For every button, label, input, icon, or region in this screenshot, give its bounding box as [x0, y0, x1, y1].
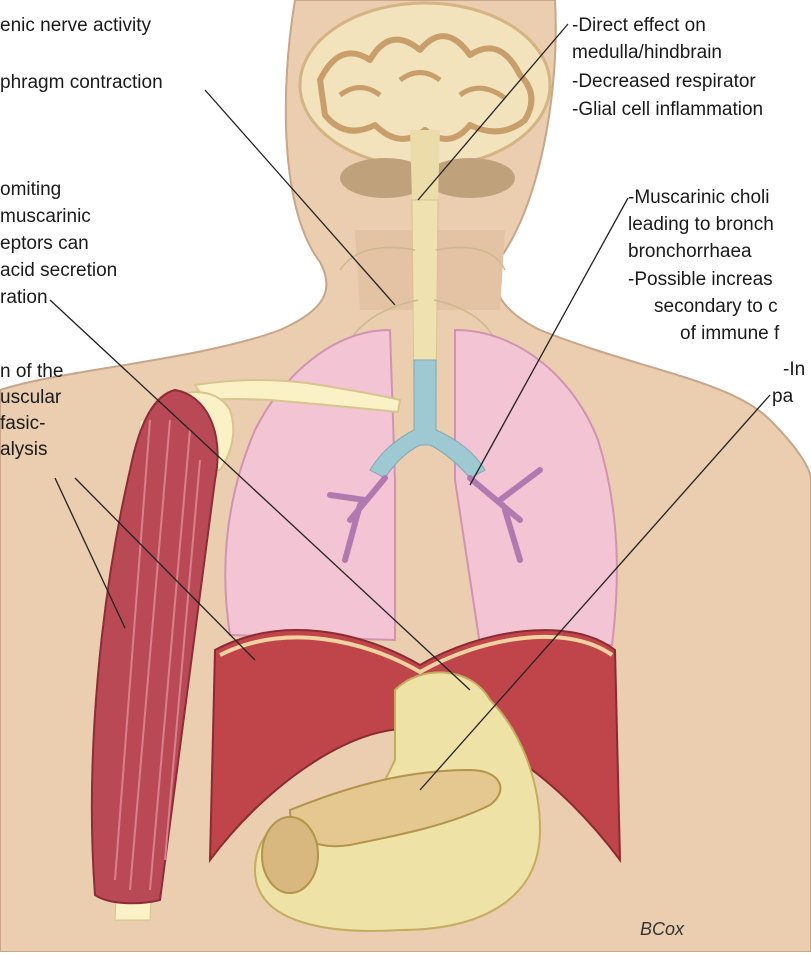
label-vomiting-line3: eptors can	[0, 232, 89, 256]
label-lung-line2: leading to bronch	[628, 213, 774, 237]
label-diaphragm-contraction: phragm contraction	[0, 71, 163, 95]
label-vomiting-line2: muscarinic	[0, 205, 91, 229]
label-muscle-line1: n of the	[0, 360, 63, 384]
label-vomiting-line1: omiting	[0, 178, 61, 202]
label-brain-line4: -Glial cell inflammation	[572, 98, 763, 122]
label-lung-line1: -Muscarinic choli	[628, 186, 769, 210]
label-lung-line3: bronchorrhaea	[628, 240, 752, 264]
label-pancreas-line1: -In	[783, 358, 805, 382]
artist-signature: BCox	[640, 919, 685, 939]
label-lung-line5: secondary to c	[654, 295, 778, 319]
label-phrenic-nerve: enic nerve activity	[0, 14, 151, 38]
label-pancreas-line2: pa	[772, 385, 793, 409]
label-lung-line6: of immune f	[680, 322, 779, 346]
label-muscle-line2: uscular	[0, 386, 61, 410]
label-brain-line3: -Decreased respirator	[572, 70, 756, 94]
duodenum-loop	[262, 817, 318, 893]
label-brain-line1: -Direct effect on	[572, 14, 706, 38]
label-vomiting-line4: acid secretion	[0, 259, 117, 283]
label-muscle-line4: alysis	[0, 438, 48, 462]
label-brain-line2: medulla/hindbrain	[572, 41, 722, 65]
label-muscle-line3: fasic-	[0, 412, 45, 436]
label-vomiting-line5: ration	[0, 286, 48, 310]
label-lung-line4: -Possible increas	[628, 268, 773, 292]
